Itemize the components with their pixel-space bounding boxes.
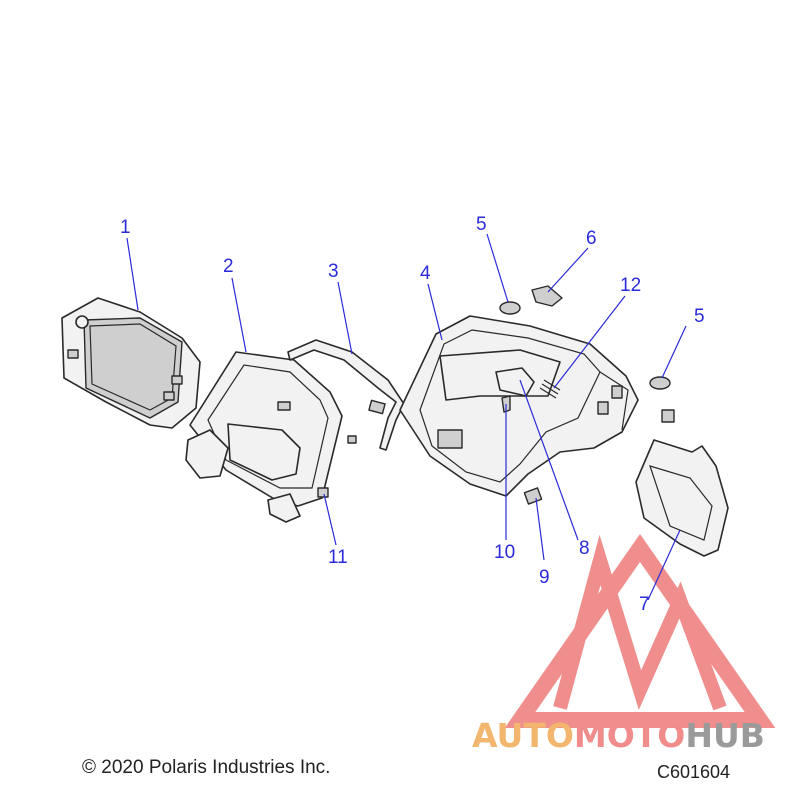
callout-3: 3 (328, 261, 339, 282)
watermark-moto: MOTO (573, 716, 686, 755)
spring-part (539, 379, 561, 399)
grommet-left-part (499, 301, 521, 315)
callout-11: 11 (328, 547, 348, 568)
display-screen-part (61, 297, 201, 429)
diagram-code: C601604 (657, 762, 731, 782)
callout-6: 6 (586, 228, 597, 249)
callout-7: 7 (639, 594, 650, 615)
callout-8: 8 (579, 538, 590, 559)
copyright-notice: © 2020 Polaris Industries Inc. (82, 757, 331, 778)
grommet-right-part (649, 376, 671, 390)
callout-labels: 1 2 3 4 5 6 12 5 10 8 9 11 7 (120, 214, 705, 615)
callout-9: 9 (539, 567, 550, 588)
callout-5-left: 5 (476, 214, 487, 235)
callout-12: 12 (620, 275, 641, 296)
watermark-hub: HUB (685, 716, 765, 755)
leader-lines (126, 233, 687, 601)
callout-4: 4 (420, 263, 431, 284)
latch-part (495, 367, 535, 397)
callout-5-right: 5 (694, 306, 705, 327)
bezel-bracket-part (185, 351, 343, 523)
seal-strip-part (287, 339, 405, 451)
watermark-auto: AUTO (472, 716, 574, 755)
watermark-text: AUTOMOTOHUB (472, 716, 765, 755)
nut-part (317, 487, 329, 498)
plug-part (523, 487, 543, 505)
dash-housing-part (399, 315, 639, 497)
watermark-logo-icon (504, 534, 776, 728)
callout-1: 1 (120, 217, 131, 238)
callout-10: 10 (494, 542, 515, 563)
cover-plate-part (635, 409, 729, 557)
callout-2: 2 (223, 256, 234, 277)
clip-part (531, 285, 563, 307)
